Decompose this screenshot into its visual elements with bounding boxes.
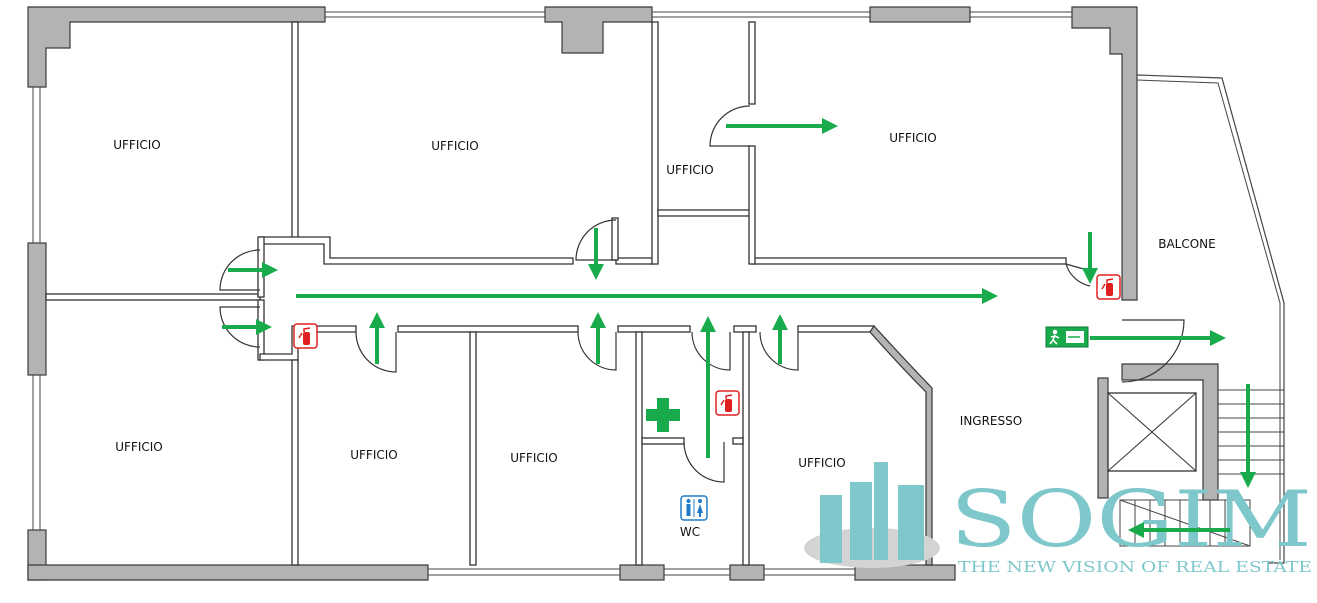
room-label: INGRESSO — [960, 414, 1022, 428]
doors — [219, 105, 1185, 483]
room-label: UFFICIO — [431, 139, 479, 153]
outer-walls — [27, 6, 1219, 581]
room-label: UFFICIO — [113, 138, 161, 152]
fire-extinguisher-icon — [715, 390, 740, 416]
windows — [32, 11, 1072, 576]
room-label: UFFICIO — [798, 456, 846, 470]
first-aid-cross-icon — [646, 398, 680, 432]
room-label: UFFICIO — [666, 163, 714, 177]
room-label: UFFICIO — [115, 440, 163, 454]
stairs — [1119, 389, 1284, 547]
room-label: UFFICIO — [510, 451, 558, 465]
elevator — [1107, 392, 1197, 472]
emergency-exit-icon — [1045, 326, 1089, 348]
logo-name: SOGIM — [950, 475, 1312, 565]
restroom-icon — [680, 495, 708, 521]
fire-extinguisher-icon — [1096, 274, 1121, 300]
logo-tagline: THE NEW VISION OF REAL ESTATE — [958, 558, 1312, 576]
escape-arrows — [222, 118, 1256, 538]
room-label: BALCONE — [1158, 237, 1216, 251]
room-label: WC — [680, 525, 700, 539]
sogim-logo: SOGIM THE NEW VISION OF REAL ESTATE — [804, 462, 1312, 576]
room-label: UFFICIO — [350, 448, 398, 462]
partitions — [45, 21, 1067, 566]
fire-extinguisher-icon — [293, 323, 318, 349]
room-labels: UFFICIO UFFICIO UFFICIO UFFICIO BALCONE … — [113, 131, 1216, 539]
room-label: UFFICIO — [889, 131, 937, 145]
